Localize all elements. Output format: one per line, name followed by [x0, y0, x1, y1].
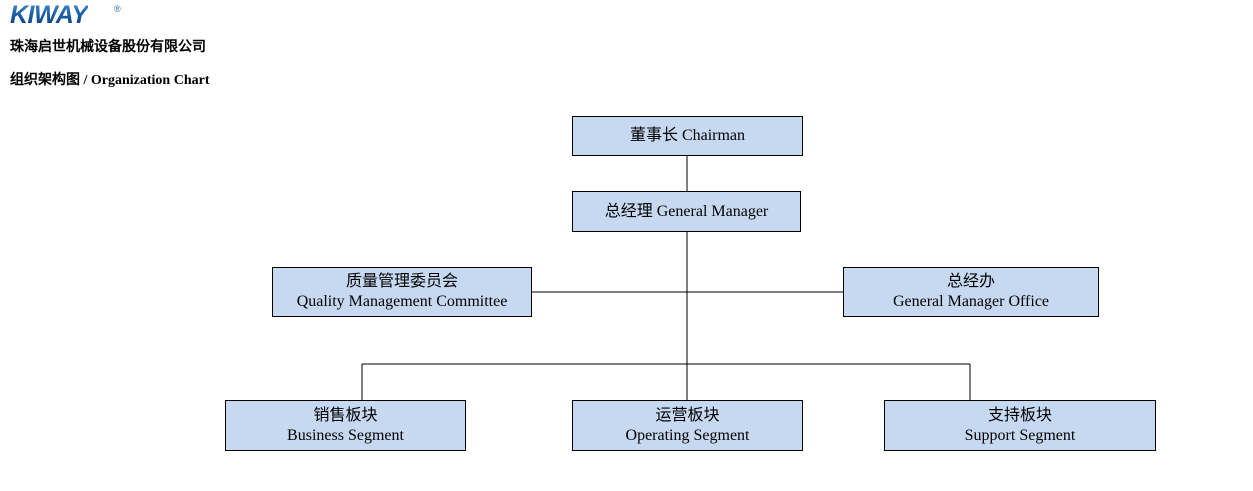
node-business-segment[interactable]: 销售板块 Business Segment — [225, 400, 466, 451]
node-quality-management-committee-label-cn: 质量管理委员会 — [345, 273, 458, 290]
node-quality-management-committee[interactable]: 质量管理委员会 Quality Management Committee — [272, 267, 532, 317]
node-general-manager-label: 总经理 General Manager — [604, 202, 769, 220]
page-header: KIWAY ® 珠海启世机械设备股份有限公司 组织架构图 / Organizat… — [10, 2, 610, 89]
node-chairman-label: 董事长 Chairman — [629, 127, 746, 144]
node-business-segment-label-cn: 销售板块 — [313, 406, 378, 424]
node-operating-segment-label-en: Operating Segment — [625, 426, 750, 444]
node-support-segment-label-en: Support Segment — [964, 426, 1076, 444]
node-business-segment-label-en: Business Segment — [287, 426, 404, 444]
node-operating-segment-label-cn: 运营板块 — [655, 406, 720, 424]
node-support-segment[interactable]: 支持板块 Support Segment — [884, 400, 1156, 451]
registered-trademark-icon: ® — [114, 4, 121, 14]
node-general-manager-office[interactable]: 总经办 General Manager Office — [843, 267, 1099, 317]
node-quality-management-committee-label-en: Quality Management Committee — [296, 293, 508, 310]
company-name: 珠海启世机械设备股份有限公司 — [10, 40, 206, 55]
node-general-manager-office-label-en: General Manager Office — [892, 293, 1050, 310]
node-general-manager[interactable]: 总经理 General Manager — [572, 191, 801, 232]
kiway-logo: KIWAY ® — [10, 2, 140, 28]
node-chairman[interactable]: 董事长 Chairman — [572, 116, 803, 156]
page-title: 组织架构图 / Organization Chart — [10, 73, 210, 88]
node-operating-segment[interactable]: 运营板块 Operating Segment — [572, 400, 803, 451]
node-general-manager-office-label-cn: 总经办 — [946, 273, 995, 290]
node-support-segment-label-cn: 支持板块 — [987, 406, 1052, 424]
logo-wordmark: KIWAY — [10, 1, 88, 29]
